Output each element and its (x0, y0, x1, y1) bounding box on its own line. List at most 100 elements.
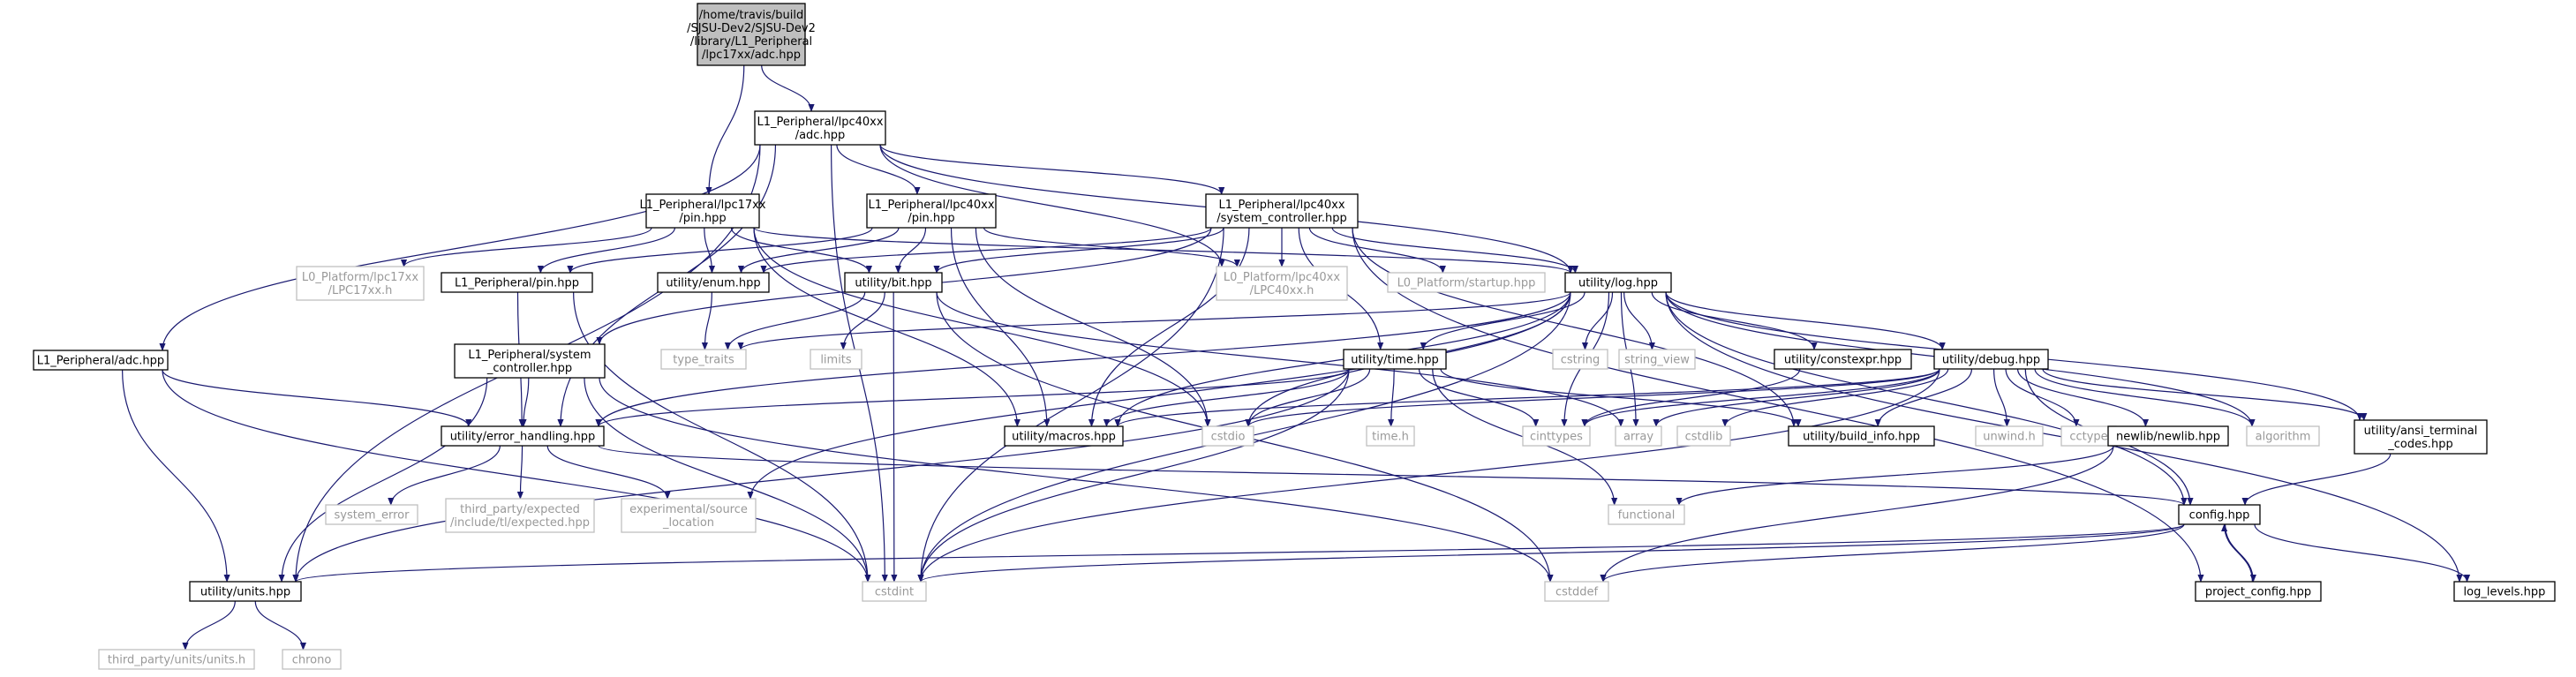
node-label: /lpc17xx/adc.hpp (702, 49, 801, 62)
node-label: utility/bit.hpp (855, 277, 931, 290)
edge-syscon40-to-cstdint (917, 227, 1224, 583)
node-label: L1_Peripheral/pin.hpp (455, 277, 579, 290)
node-box (866, 193, 997, 229)
edge-projconfig-to-config (2221, 523, 2253, 583)
node-units[interactable]: utility/units.hpp (189, 581, 302, 602)
node-label: cctype (2069, 431, 2107, 444)
node-box (645, 193, 760, 229)
node-constexpr[interactable]: utility/constexpr.hpp (1774, 349, 1912, 370)
node-cstring: cstring (1552, 349, 1608, 370)
node-box (1615, 425, 1662, 447)
node-newlib[interactable]: newlib/newlib.hpp (2107, 425, 2229, 447)
node-label: /LPC40xx.h (1250, 284, 1314, 297)
node-box (697, 3, 806, 66)
edge-lpc40adc-to-lpc40pin (836, 144, 921, 195)
node-box (862, 581, 927, 602)
edge-debug-to-array (1653, 368, 1940, 427)
node-projconfig[interactable]: project_config.hpp (2195, 581, 2322, 602)
node-buildinfo[interactable]: utility/build_info.hpp (1788, 425, 1935, 447)
node-label: limits (820, 354, 852, 367)
node-label: L1_Peripheral/lpc40xx (868, 199, 994, 212)
edge-time-to-macros (1103, 368, 1350, 427)
node-syscon40[interactable]: L1_Peripheral/lpc40xx/system_controller.… (1205, 193, 1359, 229)
node-box (189, 581, 302, 602)
node-box (1975, 425, 2044, 447)
node-box (2354, 419, 2488, 455)
node-functional: functional (1608, 504, 1685, 525)
node-label: project_config.hpp (2205, 586, 2311, 599)
node-box (1774, 349, 1912, 370)
node-lpc17pin[interactable]: L1_Peripheral/lpc17xx/pin.hpp (639, 193, 766, 229)
node-cstddef: cstddef (1544, 581, 1609, 602)
node-errh[interactable]: utility/error_handling.hpp (441, 425, 605, 447)
edge-time-to-cinttypes (1418, 368, 1540, 427)
edge-time-to-cstdint (917, 368, 1350, 583)
edge-syscon40-to-bit (933, 227, 1224, 274)
edge-lpc40adc-to-adc (159, 144, 761, 351)
edge-debug-to-algorithm (2034, 368, 2256, 427)
edge-config-to-units (292, 523, 2185, 583)
edge-syscon40-to-enum (760, 227, 1212, 274)
node-log[interactable]: utility/log.hpp (1564, 272, 1672, 293)
node-macros[interactable]: utility/macros.hpp (1004, 425, 1124, 447)
node-pinhpp[interactable]: L1_Peripheral/pin.hpp (441, 272, 593, 293)
node-label: cstring (1561, 354, 1600, 367)
edge-time-to-timeh (1388, 368, 1395, 427)
edge-bit-to-typetraits (724, 291, 866, 350)
node-ansi[interactable]: utility/ansi_terminal_codes.hpp (2354, 419, 2488, 455)
edge-time-to-units (292, 368, 1350, 583)
edge-config-to-cstdint (917, 523, 2185, 583)
node-syscon[interactable]: L1_Peripheral/system_controller.hpp (454, 343, 606, 379)
node-enum[interactable]: utility/enum.hpp (657, 272, 770, 293)
node-label: cstdint (875, 586, 914, 599)
edge-syscon40-to-macros (1088, 227, 1250, 427)
node-label: utility/debug.hpp (1942, 354, 2040, 367)
edge-log-to-config (1665, 291, 2188, 506)
node-label: string_view (1624, 354, 1690, 367)
edge-enum-to-typetraits (701, 291, 712, 350)
node-label: L1_Peripheral/lpc17xx (639, 199, 765, 212)
node-box (2107, 425, 2229, 447)
node-cstdlib: cstdlib (1676, 425, 1731, 447)
node-bit[interactable]: utility/bit.hpp (844, 272, 943, 293)
node-time[interactable]: utility/time.hpp (1343, 349, 1447, 370)
node-lpc40adc[interactable]: L1_Peripheral/lpc40xx/adc.hpp (754, 110, 886, 146)
node-lpc40pin[interactable]: L1_Peripheral/lpc40xx/pin.hpp (866, 193, 997, 229)
node-label: utility/build_info.hpp (1803, 431, 1920, 444)
node-label: /pin.hpp (679, 212, 726, 225)
node-label: experimental/source (629, 503, 748, 516)
node-box (1618, 349, 1696, 370)
node-box (660, 349, 747, 370)
edge-debug-to-ansi (2042, 368, 2368, 421)
node-label: /library/L1_Peripheral (690, 35, 812, 49)
node-box (1522, 425, 1591, 447)
edge-syscon-to-cstdint (584, 377, 871, 583)
node-timeh: time.h (1366, 425, 1415, 447)
edge-time-to-errh (595, 368, 1350, 427)
node-label: L0_Platform/startup.hpp (1397, 277, 1536, 290)
node-box (621, 498, 757, 533)
edge-debug-to-cstdio (1245, 368, 1940, 427)
node-box (1343, 349, 1447, 370)
node-box (2453, 581, 2556, 602)
edge-root-to-lpc40adc (761, 64, 815, 112)
node-label: utility/time.hpp (1351, 354, 1439, 367)
node-debug[interactable]: utility/debug.hpp (1933, 349, 2049, 370)
edge-errh-to-srcloc (546, 445, 671, 500)
edge-units-to-chrono (254, 600, 307, 651)
node-cstdint: cstdint (862, 581, 927, 602)
node-root[interactable]: /home/travis/build/SJSU-Dev2/SJSU-Dev2/l… (687, 3, 816, 66)
node-label: L1_Peripheral/adc.hpp (37, 355, 164, 368)
node-config[interactable]: config.hpp (2178, 504, 2261, 525)
node-box (296, 266, 425, 301)
edge-lpc40pin-to-pinhpp (567, 227, 873, 274)
node-box (1205, 193, 1359, 229)
edge-debug-to-cstdint (917, 368, 1940, 583)
node-loglevels[interactable]: log_levels.hpp (2453, 581, 2556, 602)
edge-debug-to-buildinfo (1874, 368, 1973, 427)
node-label: cstddef (1555, 586, 1599, 599)
node-label: utility/error_handling.hpp (450, 431, 596, 444)
node-box (657, 272, 770, 293)
node-adc[interactable]: L1_Peripheral/adc.hpp (33, 350, 169, 371)
node-label: utility/units.hpp (200, 586, 290, 599)
